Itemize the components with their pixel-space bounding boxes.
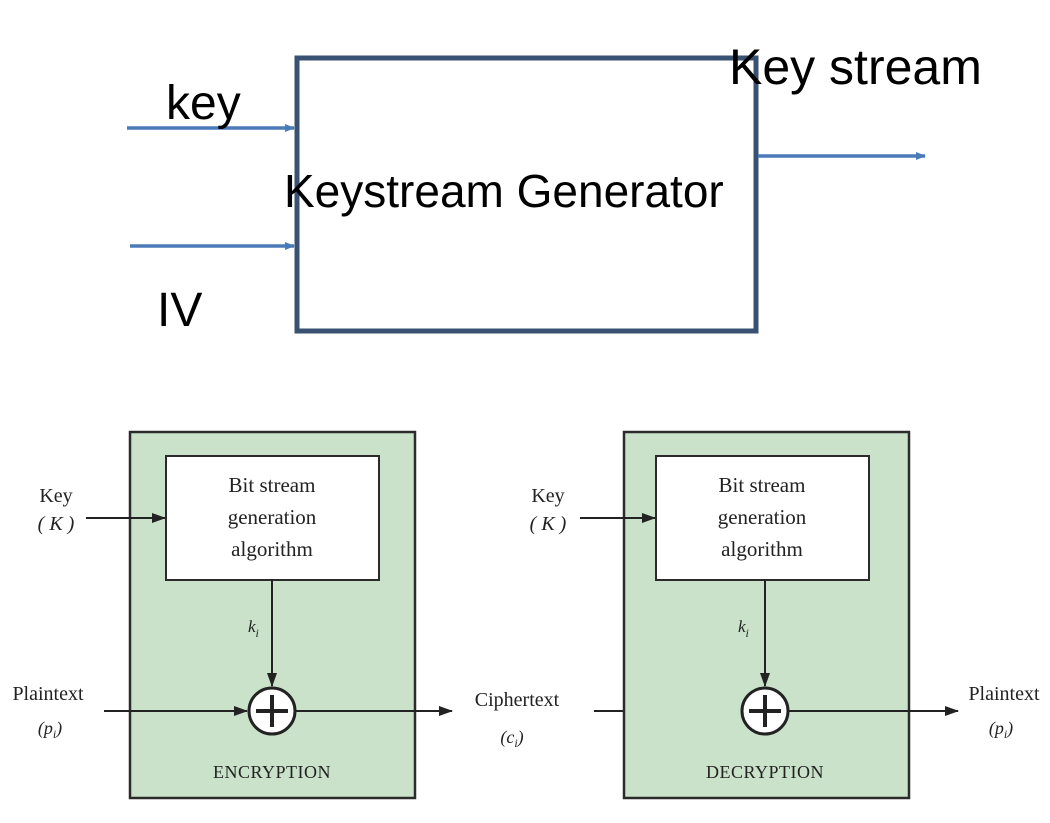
encryption-plaintext-label: Plaintext [12,683,84,705]
encryption-generator-line-3: algorithm [231,537,313,561]
decryption-generator-line-3: algorithm [721,537,803,561]
ciphertext-label: Ciphertext [475,689,560,711]
encryption-caption: ENCRYPTION [213,762,331,782]
encryption-xor-icon [247,686,297,736]
decryption-key-label-line-2: ( K ) [530,513,567,535]
decryption-caption: DECRYPTION [706,762,824,782]
encryption-generator-line-1: Bit stream [229,473,316,497]
keystream-generator-label: Keystream Generator [284,165,724,217]
decryption-generator-line-1: Bit stream [719,473,806,497]
key-stream-output-label: Key stream [729,39,982,95]
keystream-generator-diagram: key IV Keystream Generator Key stream [127,39,982,337]
keystream-generator-block [294,55,759,334]
decryption-key-label-line-1: Key [531,485,564,507]
decryption-keystream-label: ki [738,617,749,640]
key-input-label: key [166,77,241,130]
decryption-generator-line-2: generation [718,505,807,529]
encryption-keystream-label: ki [248,617,259,640]
decryption-plaintext-symbol: (pi) [989,718,1013,741]
decryption-generator-box [655,455,870,581]
ciphertext-symbol: (ci) [500,727,523,750]
encryption-plaintext-symbol: (pi) [38,718,62,741]
encryption-panel: Bit stream generation algorithm ki ENCRY… [128,430,417,800]
encryption-generator-box [165,455,380,581]
decryption-panel: Bit stream generation algorithm ki DECRY… [622,430,911,800]
encryption-generator-line-2: generation [228,505,317,529]
decryption-plaintext-label: Plaintext [968,683,1040,705]
encryption-key-label-line-1: Key [39,485,72,507]
encryption-key-label-line-2: ( K ) [38,513,75,535]
decryption-xor-icon [740,686,790,736]
iv-input-label: IV [157,284,202,337]
